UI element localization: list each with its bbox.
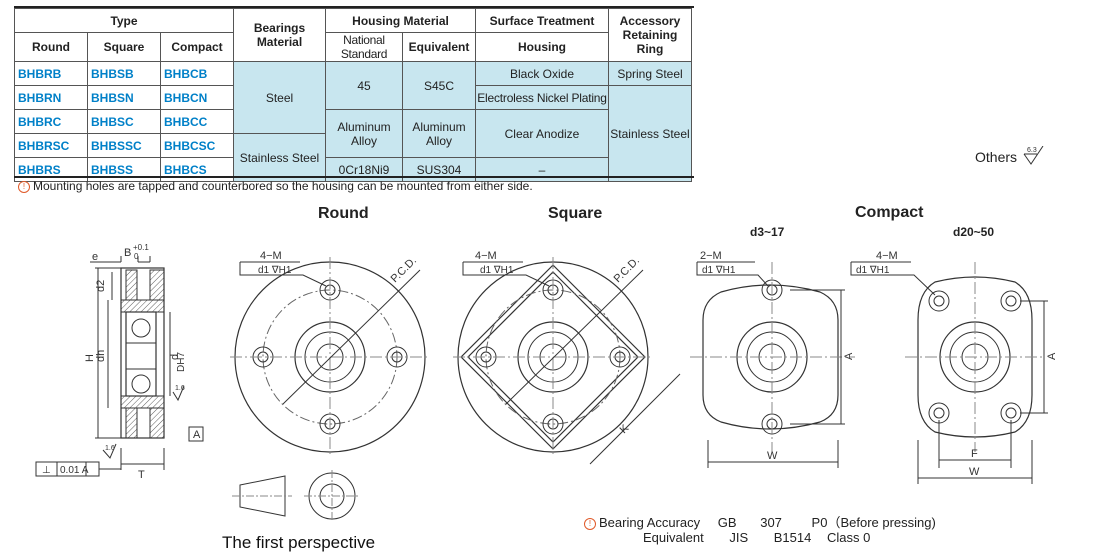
table-top-rule: [14, 6, 694, 8]
roughness-value-2: 1.6: [105, 445, 115, 452]
square-4m-label: 4−M: [475, 250, 497, 262]
round-header: Round: [14, 32, 88, 62]
dim-b-lower: 0: [134, 252, 139, 261]
compact-small-cbore-label: d1 ∇H1: [702, 265, 736, 276]
first-perspective-label: The first perspective: [222, 533, 376, 552]
round-cbore-label: d1 ∇H1: [258, 265, 292, 276]
compact-small-subtitle: d3~17: [750, 225, 785, 239]
perp-tolerance: 0.01 A: [60, 465, 89, 476]
equivalent-header: Equivalent: [402, 32, 476, 62]
clear-anodize-cell: Clear Anodize: [475, 109, 609, 158]
round-4m-label: 4−M: [260, 250, 282, 262]
perp-symbol: ⊥: [42, 465, 51, 476]
table-bottom-rule: [14, 176, 694, 178]
code-cell: BHBCC: [160, 109, 234, 134]
note-mark: !: [18, 181, 30, 193]
code-cell: BHBSB: [87, 61, 161, 86]
compact-small-view: [690, 261, 855, 468]
dim-d: d: [169, 354, 181, 360]
compact-large-a-label: A: [1046, 352, 1058, 360]
mounting-note-text: Mounting holes are tapped and counterbor…: [33, 179, 533, 193]
black-oxide-cell: Black Oxide: [475, 61, 609, 86]
compact-view-title: Compact: [855, 204, 924, 221]
compact-large-4m-label: 4−M: [876, 250, 898, 262]
round-view-title: Round: [318, 205, 369, 222]
dim-b-upper: +0.1: [133, 243, 149, 252]
spring-steel-cell: Spring Steel: [608, 61, 692, 86]
national-standard-header: National Standard: [325, 32, 403, 62]
electroless-cell: Electroless Nickel Plating: [475, 85, 609, 110]
code-cell: BHBRB: [14, 61, 88, 86]
code-cell: BHBCB: [160, 61, 234, 86]
compact-large-w-label: W: [969, 466, 980, 478]
code-cell: BHBRSC: [14, 133, 88, 158]
code-cell: BHBSN: [87, 85, 161, 110]
others-roughness: Others 6.3: [975, 145, 1045, 166]
accuracy-label: Bearing Accuracy: [599, 515, 701, 530]
round-pcd-label: P.C.D.: [389, 255, 419, 285]
dim-dh: dh: [95, 350, 107, 362]
bearing-accuracy: !Bearing Accuracy GB 307 P0（Before press…: [584, 512, 936, 531]
compact-small-2m-label: 2−M: [700, 250, 722, 262]
others-roughness-value: 6.3: [1027, 147, 1037, 154]
dim-e: e: [92, 251, 98, 263]
dim-b: B: [124, 247, 131, 259]
stainless-ring-cell: Stainless Steel: [608, 85, 692, 182]
housing-header: Housing: [475, 32, 609, 62]
dim-h: H: [84, 354, 96, 362]
ns-45-cell: 45: [325, 61, 403, 110]
round-flange-view: [230, 257, 430, 457]
bearing-stainless-cell: Stainless Steel: [233, 133, 326, 182]
roughness-value: 1.6: [175, 385, 185, 392]
code-cell: BHBCN: [160, 85, 234, 110]
spec-table: Type Bearings Material Housing Material …: [14, 8, 692, 182]
others-label: Others: [975, 149, 1018, 165]
equivalent-label: Equivalent: [643, 530, 704, 545]
accuracy-num: 307: [760, 515, 782, 530]
mounting-note: !Mounting holes are tapped and counterbo…: [18, 179, 533, 193]
compact-large-subtitle: d20~50: [953, 225, 995, 239]
datum-a-label: A: [193, 429, 201, 441]
accuracy-grade: P0（Before pressing): [811, 515, 936, 530]
dim-d2: d2: [95, 280, 107, 292]
compact-small-a-label: A: [843, 352, 855, 360]
compact-large-cbore-label: d1 ∇H1: [856, 265, 890, 276]
surface-treatment-header: Surface Treatment: [475, 8, 609, 33]
compact-header: Compact: [160, 32, 234, 62]
equivalent-class: Class 0: [826, 530, 871, 545]
aluminum-ns-cell: Aluminum Alloy: [325, 109, 403, 158]
equivalent-jisnum: B1514: [773, 530, 812, 545]
roughness-symbol-icon: 6.3: [1023, 145, 1044, 165]
aluminum-eq-cell: Aluminum Alloy: [402, 109, 476, 158]
compact-small-w-label: W: [767, 450, 778, 462]
dim-dh7: DH7: [176, 352, 187, 372]
section-view: [35, 256, 204, 477]
code-cell: BHBRN: [14, 85, 88, 110]
square-view-title: Square: [548, 205, 603, 222]
equivalent-jis: JIS: [729, 530, 749, 545]
code-cell: BHBSC: [87, 109, 161, 134]
accessory-ring-header: Accessory Retaining Ring: [608, 8, 692, 62]
compact-large-f-label: F: [971, 448, 978, 460]
bearing-equivalent: Equivalent JIS B1514 Class 0: [643, 530, 870, 545]
eq-s45c-cell: S45C: [402, 61, 476, 110]
dim-t: T: [138, 469, 145, 481]
square-cbore-label: d1 ∇H1: [480, 265, 514, 276]
code-cell: BHBCSC: [160, 133, 234, 158]
square-header: Square: [87, 32, 161, 62]
accuracy-mark: !: [584, 518, 596, 530]
square-flange-view: [453, 257, 681, 465]
square-pcd-label: P.C.D.: [612, 255, 642, 285]
first-angle-symbol: [232, 470, 360, 522]
accuracy-std: GB: [717, 515, 737, 530]
bearings-material-header: Bearings Material: [233, 8, 326, 62]
compact-large-view: [850, 261, 1048, 484]
